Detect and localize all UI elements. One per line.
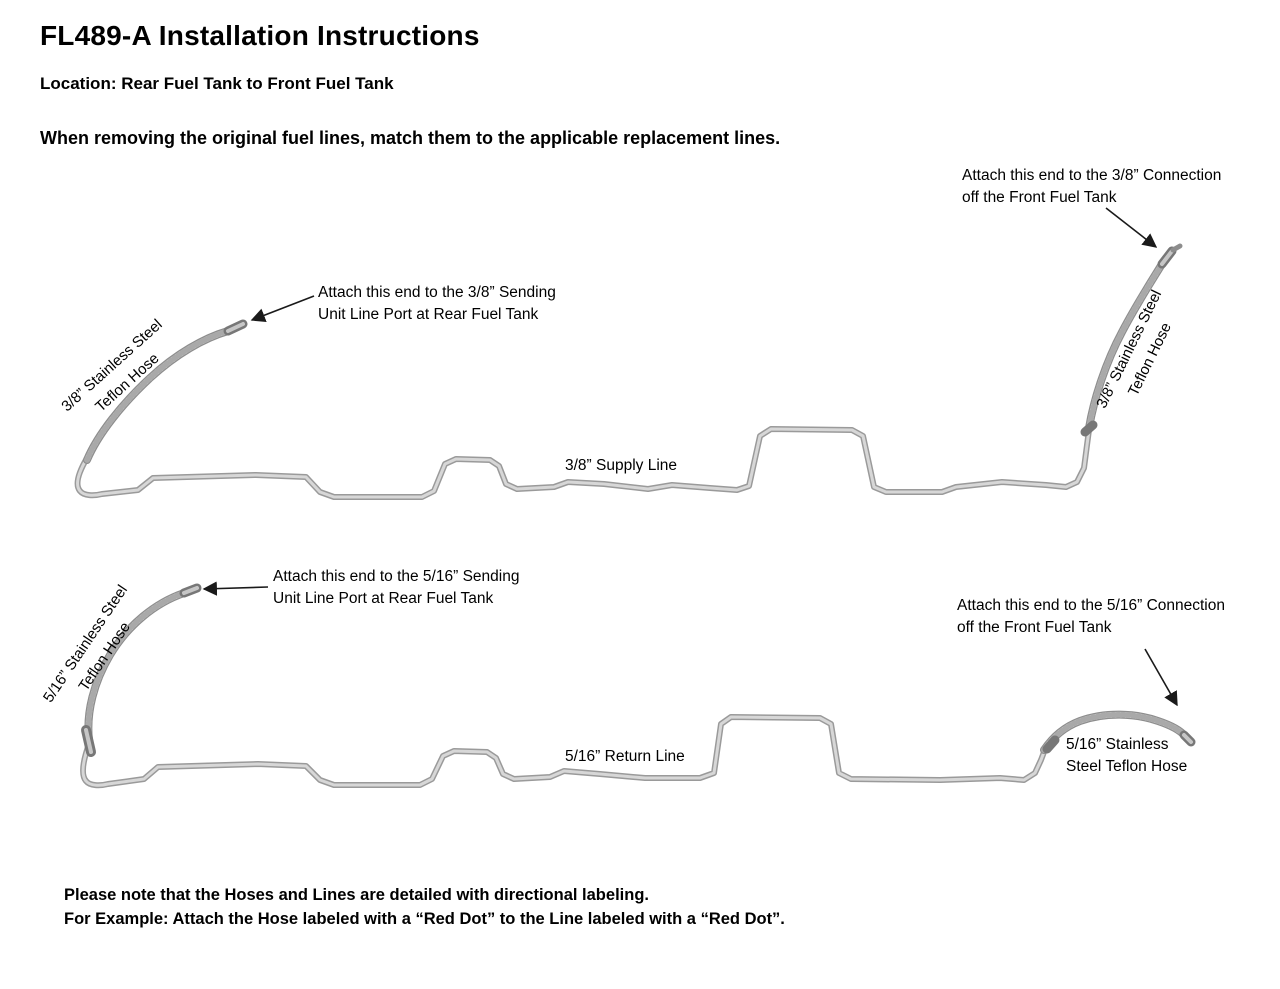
return-left-arrow [202, 581, 269, 596]
supply-line-label: 3/8” Supply Line [565, 457, 678, 474]
supply-left-callout-line2: Unit Line Port at Rear Fuel Tank [318, 306, 539, 323]
return-right-hose-label-line1: 5/16” Stainless [1066, 736, 1169, 753]
return-right-arrow [1144, 648, 1178, 707]
footer-notes: Please note that the Hoses and Lines are… [64, 884, 785, 932]
location-text: Location: Rear Fuel Tank to Front Fuel T… [40, 74, 394, 93]
return-line-label: 5/16” Return Line [565, 748, 685, 765]
supply-right-arrow [1105, 207, 1158, 248]
supply-left-callout-line1: Attach this end to the 3/8” Sending [318, 284, 556, 301]
supply-right-callout-line2: off the Front Fuel Tank [962, 189, 1117, 206]
footer-note-line2: For Example: Attach the Hose labeled wit… [64, 909, 785, 928]
footer-note-line1: Please note that the Hoses and Lines are… [64, 886, 649, 904]
instruction-text: When removing the original fuel lines, m… [40, 128, 781, 148]
supply-left-arrow [250, 295, 315, 323]
page-title: FL489-A Installation Instructions [40, 20, 480, 51]
supply-left-hose-label: 3/8” Stainless Steel Teflon Hose [42, 301, 198, 448]
return-left-callout-line2: Unit Line Port at Rear Fuel Tank [273, 590, 494, 607]
supply-right-hose-label: 3/8” Stainless Steel Teflon Hose [1083, 268, 1198, 441]
return-right-callout: Attach this end to the 5/16” Connection … [957, 595, 1225, 639]
return-line-tube [79, 714, 1047, 789]
return-right-hose-label: 5/16” Stainless Steel Teflon Hose [1066, 734, 1187, 779]
supply-left-callout: Attach this end to the 3/8” Sending Unit… [318, 282, 556, 326]
supply-right-callout: Attach this end to the 3/8” Connection o… [962, 165, 1221, 209]
return-right-callout-line2: off the Front Fuel Tank [957, 619, 1112, 636]
return-left-callout-line1: Attach this end to the 5/16” Sending [273, 568, 520, 585]
supply-right-callout-line1: Attach this end to the 3/8” Connection [962, 167, 1222, 184]
return-right-hose-label-line2: Steel Teflon Hose [1066, 758, 1188, 776]
return-left-callout: Attach this end to the 5/16” Sending Uni… [273, 566, 519, 610]
return-right-callout-line1: Attach this end to the 5/16” Connection [957, 597, 1225, 614]
return-left-hose-label: 5/16” Stainless Steel Teflon Hose [28, 565, 163, 735]
